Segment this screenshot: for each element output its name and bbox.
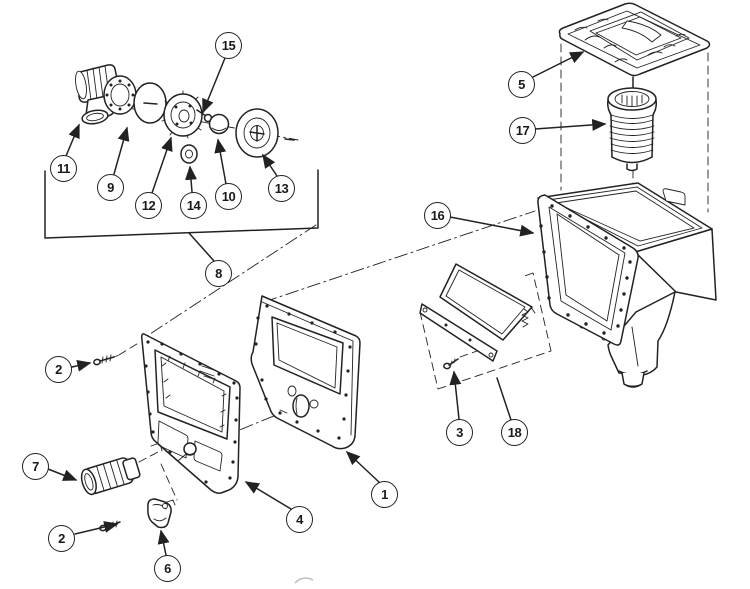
callout-1: 1 — [371, 481, 398, 508]
part-screw-weir — [443, 350, 478, 370]
leader-lines-left — [65, 57, 278, 262]
callout-10: 10 — [215, 183, 242, 210]
group-bracket — [44, 169, 319, 239]
callout-4: 4 — [286, 506, 313, 533]
callout-17: 17 — [509, 117, 536, 144]
callout-7: 7 — [22, 453, 49, 480]
callout-9: 9 — [97, 174, 124, 201]
leader-lines-right — [47, 51, 607, 556]
part-small-ring — [180, 144, 198, 164]
callout-2-upper: 2 — [45, 356, 72, 383]
body-front-flange — [537, 194, 639, 346]
callout-6: 6 — [154, 555, 181, 582]
part-gasket-disc — [133, 82, 167, 124]
callout-8: 8 — [205, 260, 232, 287]
part-hose-adapter — [80, 457, 141, 496]
part-faceplate — [250, 295, 361, 450]
part-weir-assembly — [419, 263, 552, 390]
callout-3: 3 — [446, 419, 473, 446]
body-funnel — [607, 291, 676, 388]
callout-2-lower: 2 — [48, 525, 75, 552]
part-skimmer-body — [537, 182, 717, 388]
callout-15: 15 — [215, 32, 242, 59]
part-basket — [607, 87, 657, 172]
callout-5: 5 — [508, 71, 535, 98]
part-ball — [208, 113, 230, 135]
part-lid — [558, 2, 711, 91]
callout-12: 12 — [135, 192, 162, 219]
callout-11: 11 — [50, 155, 77, 182]
callout-16: 16 — [424, 202, 451, 229]
callout-13: 13 — [268, 175, 295, 202]
part-drain-elbow — [147, 498, 176, 529]
stray-mark — [294, 577, 314, 584]
callout-18: 18 — [501, 419, 528, 446]
callout-14: 14 — [180, 192, 207, 219]
jet-fitting-assembly — [44, 64, 319, 239]
part-gasket-frame — [141, 333, 241, 494]
part-jet-cap — [235, 108, 295, 158]
part-bearing-ring — [103, 75, 137, 115]
part-screw-upper — [93, 341, 141, 366]
part-lobed-nut — [161, 90, 205, 139]
